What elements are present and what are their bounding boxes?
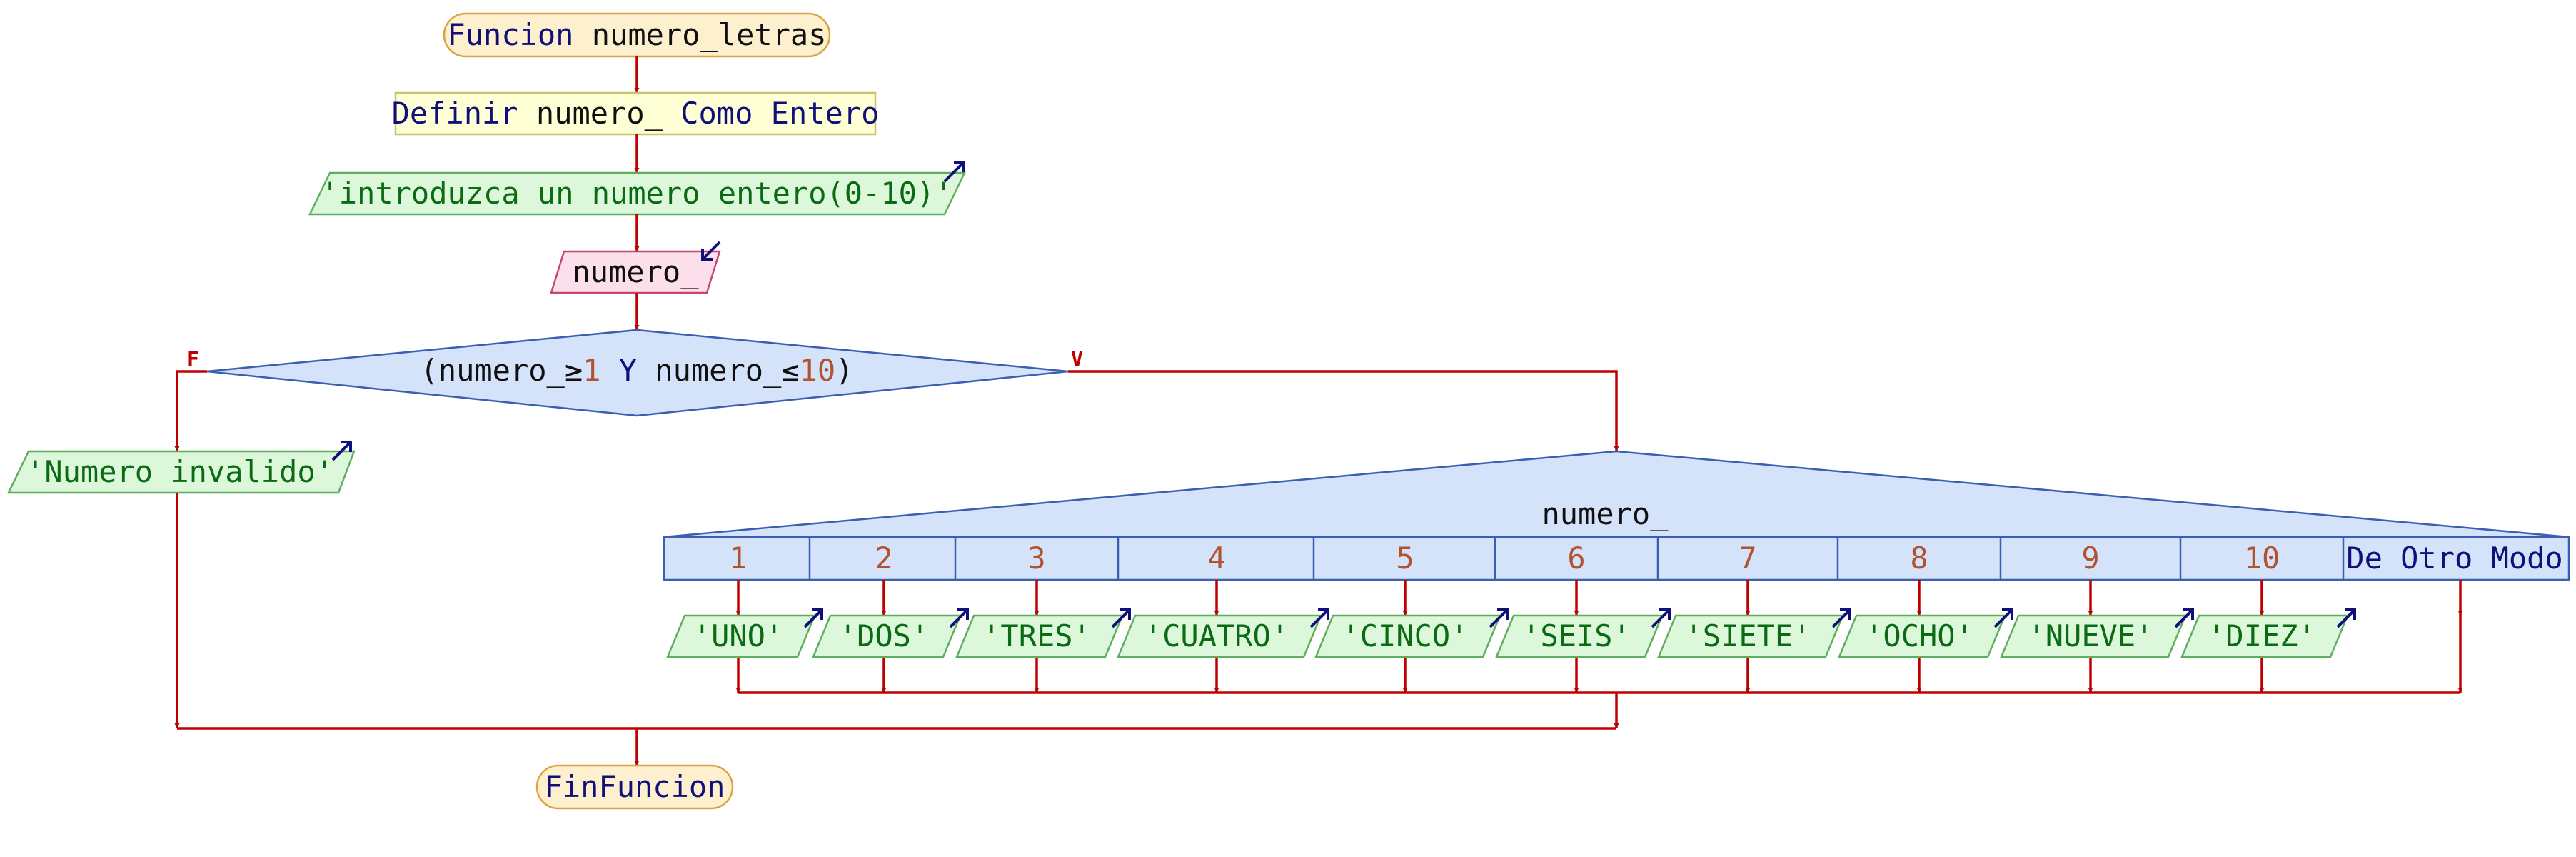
case-output-text: 'UNO' <box>693 618 783 653</box>
prompt-output-text: 'introduzca un numero entero(0-10)' <box>321 176 952 211</box>
false-branch-label: F <box>187 347 199 371</box>
case-value: 9 <box>2081 541 2099 576</box>
case-value: 7 <box>1739 541 1756 576</box>
case-value: 5 <box>1396 541 1414 576</box>
svg-text:(numero_≥1 Y numero_≤10): (numero_≥1 Y numero_≤10) <box>421 353 854 388</box>
output-arrow-icon <box>2174 608 2194 628</box>
output-arrow-icon <box>2336 608 2356 628</box>
svg-text:Definir numero_ Como Entero: Definir numero_ Como Entero <box>392 96 880 131</box>
switch-variable: numero_ <box>1541 496 1669 531</box>
case-value: 6 <box>1567 541 1585 576</box>
true-branch-label: V <box>1071 347 1083 371</box>
invalid-output-text: 'Numero invalido' <box>26 454 333 489</box>
define-como-keyword: Como <box>680 96 753 131</box>
output-arrow-icon <box>331 441 352 461</box>
output-arrow-icon <box>1489 608 1509 628</box>
case-output-block: 'CUATRO' <box>1117 608 1329 658</box>
case-output-block: 'UNO' <box>666 608 823 658</box>
case-output-block: 'SIETE' <box>1657 608 1851 658</box>
case-output-block: 'NUEVE' <box>2000 608 2194 658</box>
output-arrow-icon <box>1309 608 1329 628</box>
case-value: 1 <box>729 541 747 576</box>
case-value: 8 <box>1910 541 1928 576</box>
case-output-text: 'TRES' <box>982 618 1091 653</box>
condition-number: 10 <box>800 353 836 388</box>
case-output-block: 'SEIS' <box>1495 608 1671 658</box>
condition-number: 1 <box>583 353 600 388</box>
condition-operator: Y <box>619 353 637 388</box>
case-value: 3 <box>1027 541 1045 576</box>
define-block: Definir numero_ Como Entero <box>392 91 880 136</box>
define-keyword: Definir <box>392 96 518 131</box>
case-output-text: 'DOS' <box>839 618 929 653</box>
svg-text:Funcion numero_letras: Funcion numero_letras <box>447 17 826 52</box>
switch-block: numero_ 1 2 3 4 5 6 7 8 9 10 De Otro Modo <box>663 450 2570 581</box>
define-type: Entero <box>771 96 880 131</box>
case-value: 4 <box>1207 541 1225 576</box>
case-output-text: 'SIETE' <box>1684 618 1811 653</box>
output-arrow-icon <box>1651 608 1671 628</box>
condition-decision: (numero_≥1 Y numero_≤10) F V <box>187 329 1083 417</box>
input-arrow-icon <box>701 241 721 261</box>
output-arrow-icon <box>1993 608 2013 628</box>
prompt-output-block: 'introduzca un numero entero(0-10)' <box>308 161 966 216</box>
output-arrow-icon <box>949 608 969 628</box>
case-output-text: 'CUATRO' <box>1144 618 1289 653</box>
switch-case-row <box>663 536 2570 581</box>
case-output-text: 'OCHO' <box>1865 618 1973 653</box>
case-output-text: 'CINCO' <box>1342 618 1468 653</box>
case-output-block: 'TRES' <box>955 608 1131 658</box>
case-output-text: 'DIEZ' <box>2208 618 2316 653</box>
function-start-terminal: Funcion numero_letras <box>443 12 831 58</box>
case-output-block: 'OCHO' <box>1838 608 2013 658</box>
condition-part: ) <box>835 353 853 388</box>
function-end-keyword: FinFuncion <box>545 769 725 804</box>
case-output-text: 'SEIS' <box>1522 618 1631 653</box>
case-output-block: 'DIEZ' <box>2180 608 2356 658</box>
read-input-variable: numero_ <box>572 254 699 289</box>
define-variable: numero_ <box>536 96 663 131</box>
output-arrow-icon <box>1831 608 1851 628</box>
output-arrow-icon <box>1111 608 1131 628</box>
function-end-terminal: FinFuncion <box>535 764 734 810</box>
function-name: numero_letras <box>592 17 827 52</box>
case-output-block: 'DOS' <box>812 608 969 658</box>
case-output-text: 'NUEVE' <box>2027 618 2153 653</box>
read-input-block: numero_ <box>550 241 721 294</box>
case-value: 2 <box>875 541 892 576</box>
case-output-block: 'CINCO' <box>1314 608 1509 658</box>
function-keyword: Funcion <box>447 17 573 52</box>
true-branch-flow <box>1068 370 1619 451</box>
invalid-output-block: 'Numero invalido' <box>7 441 356 494</box>
output-arrow-icon <box>803 608 823 628</box>
switch-default-label: De Otro Modo <box>2346 541 2562 576</box>
false-branch-flow <box>174 370 207 451</box>
case-value: 10 <box>2244 541 2280 576</box>
condition-part: numero_≤ <box>655 353 799 388</box>
output-arrow-icon <box>943 161 965 183</box>
condition-part: (numero_≥ <box>421 353 583 388</box>
